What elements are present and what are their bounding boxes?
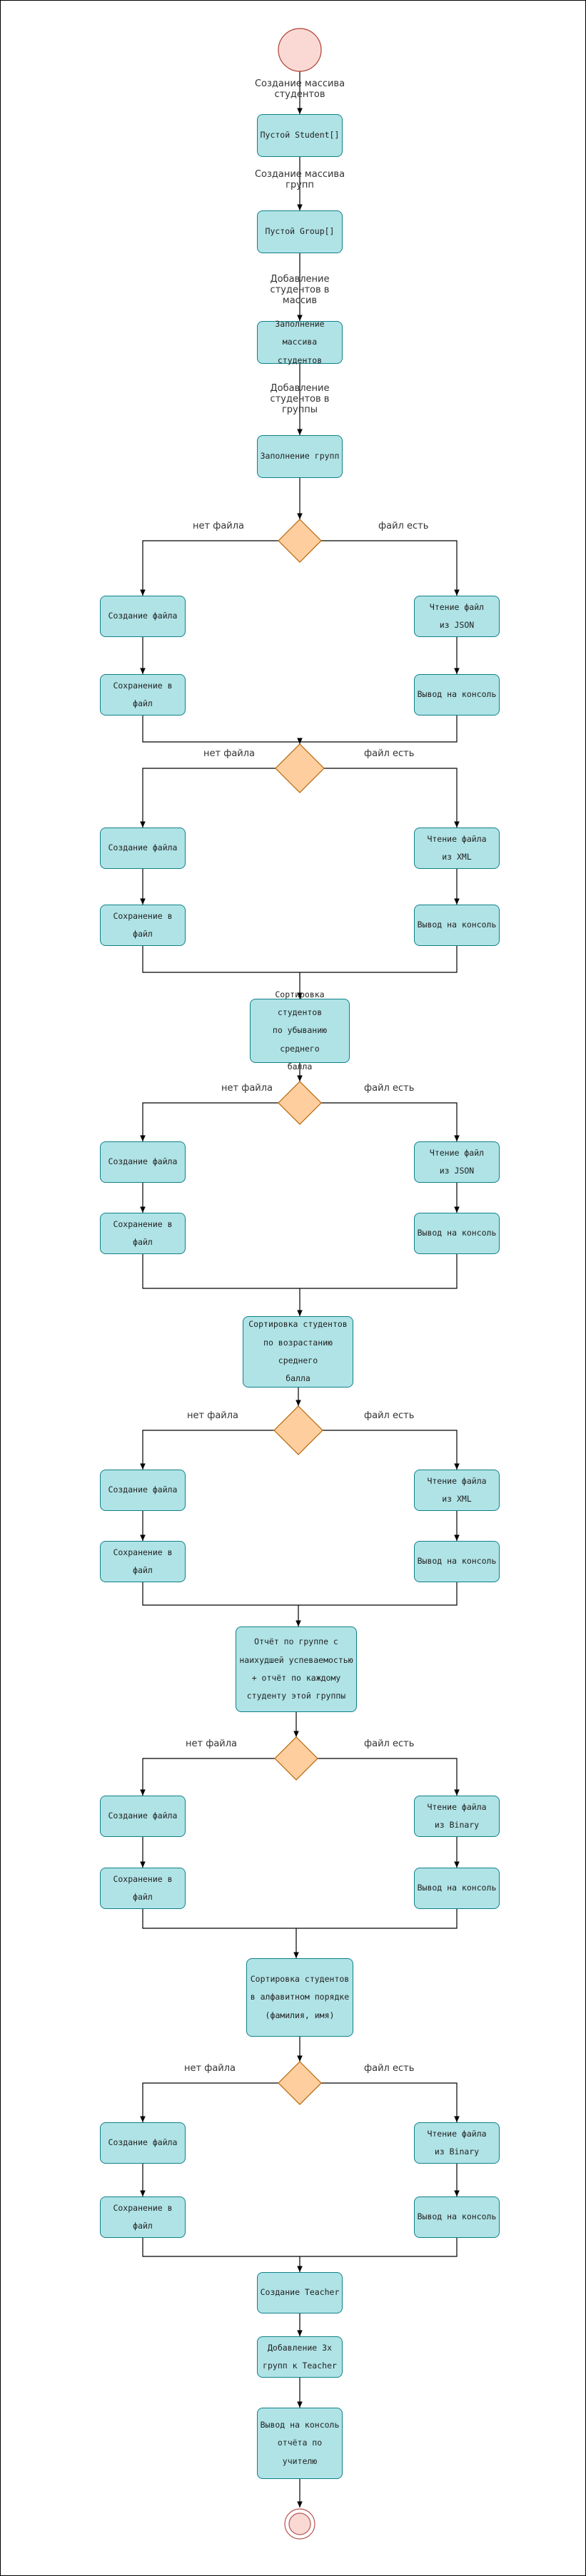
node-print-console-4: Вывод на консоль (414, 1541, 500, 1582)
node-save-file-6: Сохранение в файл (100, 2196, 186, 2238)
edge-merge-6 (142, 2238, 458, 2257)
node-read-file-4: Чтение файла из XML (414, 1470, 500, 1511)
node-read-file-5: Чтение файла из Binary (414, 1796, 500, 1837)
edge-label-no-file-2: нет файла (203, 748, 256, 759)
node-create-file-6: Создание файла (100, 2122, 186, 2164)
node-print-console-1: Вывод на консоль (414, 674, 500, 716)
edge-merge-4 (142, 1582, 458, 1606)
node-print-console-3: Вывод на консоль (414, 1213, 500, 1254)
node-create-teacher: Создание Teacher (257, 2272, 343, 2313)
edge-no-file-6 (140, 2082, 278, 2122)
node-report: Отчёт по группе с наихудшей успеваемость… (236, 1626, 357, 1712)
edge-label-no-file-6: нет файла (184, 2063, 236, 2074)
decision-2 (275, 743, 325, 793)
node-read-file-3: Чтение файл из JSON (414, 1141, 500, 1183)
edge-file-exists-5 (318, 1758, 460, 1796)
edge-no-file-1 (140, 540, 278, 596)
edge-label-add-students-array: Добавление студентов в массив (270, 274, 330, 306)
edge-merge-3 (142, 1254, 458, 1289)
edge-label-file-exists-5: файл есть (364, 1738, 415, 1749)
edge-no-file-5 (140, 1758, 275, 1796)
node-empty-groups: Пустой Group[] (257, 210, 343, 253)
node-create-file-3: Создание файла (100, 1141, 186, 1183)
node-save-file-3: Сохранение в файл (100, 1213, 186, 1254)
node-sort-alpha: Сортировка студентов в алфавитном порядк… (246, 1958, 353, 2037)
edge-label-file-exists-1: файл есть (378, 521, 429, 531)
edge-merge-5 (142, 1909, 458, 1929)
edge-label-no-file-4: нет файла (187, 1410, 239, 1421)
node-print-teacher: Вывод на консоль отчёта по учителю (257, 2408, 343, 2479)
edge-label-add-students-groups: Добавление студентов в группы (270, 383, 330, 415)
edge-label-create-groups: Создание массива групп (254, 169, 345, 190)
node-read-file-6: Чтение файла из Binary (414, 2122, 500, 2164)
node-save-file-2: Сохранение в файл (100, 905, 186, 946)
node-create-file-2: Создание файла (100, 828, 186, 869)
edge-label-file-exists-2: файл есть (364, 748, 415, 759)
node-save-file-5: Сохранение в файл (100, 1868, 186, 1909)
edge-no-file-2 (140, 768, 276, 828)
node-sort-asc: Сортировка студентов по возрастанию сред… (243, 1316, 353, 1388)
edge-file-exists-6 (321, 2082, 460, 2122)
node-sort-desc: Сортировка студентов по убыванию среднег… (250, 989, 350, 1071)
node-read-file-1: Чтение файл из JSON (414, 596, 500, 637)
node-save-file-1: Сохранение в файл (100, 674, 186, 716)
edge-file-exists-4 (323, 1430, 460, 1470)
node-print-console-6: Вывод на консоль (414, 2196, 500, 2238)
node-print-console-2: Вывод на консоль (414, 905, 500, 946)
decision-3 (278, 1081, 322, 1125)
decision-6 (278, 2061, 322, 2105)
edge-label-no-file-1: нет файла (193, 521, 245, 531)
edge-label-no-file-5: нет файла (186, 1738, 238, 1749)
node-print-console-5: Вывод на консоль (414, 1868, 500, 1909)
node-fill-groups: Заполнение групп (257, 435, 343, 478)
node-read-file-2: Чтение файла из XML (414, 828, 500, 869)
decision-1 (278, 519, 322, 563)
edge-merge-1 (142, 716, 458, 743)
node-create-file-5: Создание файла (100, 1796, 186, 1837)
edge-merge-2 (142, 946, 458, 973)
node-create-file-4: Создание файла (100, 1470, 186, 1511)
edge-no-file-4 (140, 1430, 274, 1470)
node-save-file-4: Сохранение в файл (100, 1541, 186, 1582)
edge-label-file-exists-3: файл есть (364, 1083, 415, 1094)
node-fill-array: Заполнение массива студентов (257, 319, 343, 365)
end-node-inner (288, 2513, 311, 2535)
edge-file-exists-1 (321, 540, 460, 596)
start-node (278, 28, 322, 72)
decision-5 (274, 1736, 318, 1781)
node-empty-students: Пустой Student[] (257, 114, 343, 157)
node-add-groups-teacher: Добавление 3х групп к Teacher (257, 2336, 343, 2378)
edge-no-file-3 (140, 1102, 278, 1141)
edge-file-exists-3 (321, 1102, 460, 1141)
edge-label-create-students: Создание массива студентов (254, 78, 345, 100)
node-create-file-1: Создание файла (100, 596, 186, 637)
edge-file-exists-2 (324, 768, 460, 828)
decision-4 (273, 1405, 323, 1455)
edge-label-file-exists-6: файл есть (364, 2063, 415, 2074)
edge-label-no-file-3: нет файла (221, 1083, 273, 1094)
edge-label-file-exists-4: файл есть (364, 1410, 415, 1421)
